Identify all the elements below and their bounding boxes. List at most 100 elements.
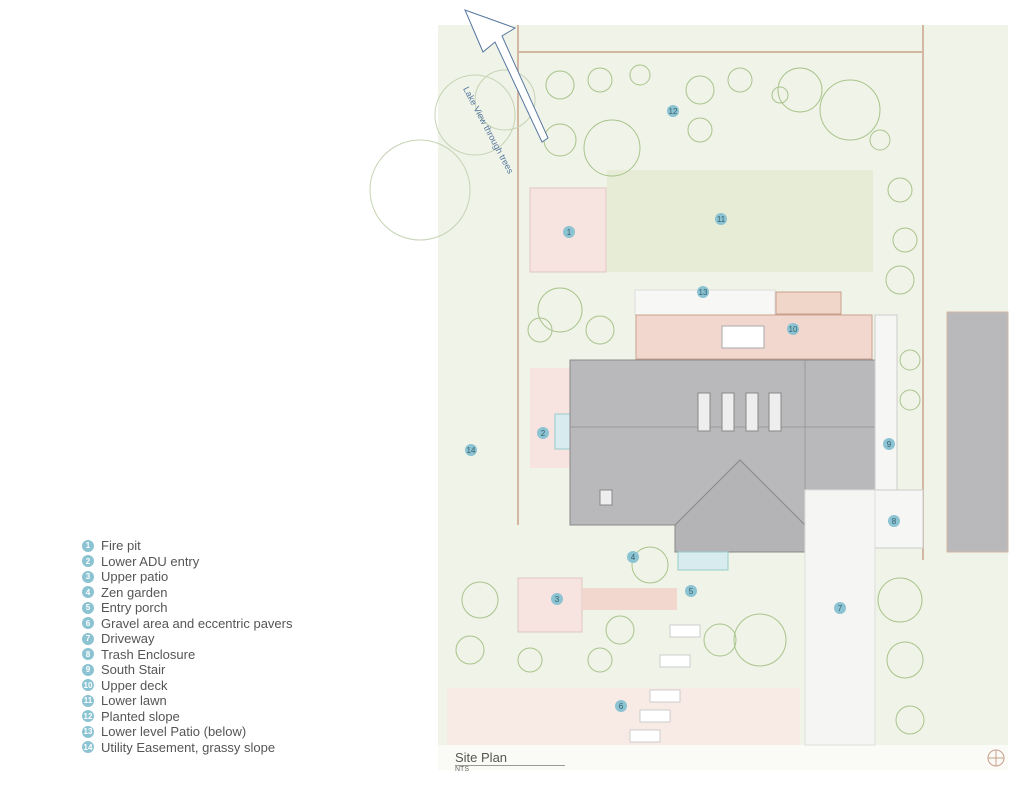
legend-item: 2 Lower ADU entry <box>82 554 292 570</box>
tree-canopy <box>461 581 499 619</box>
marker-14: 14 <box>465 444 477 456</box>
tree-canopy <box>545 70 575 100</box>
lake-view-arrow <box>464 9 549 143</box>
marker-11: 11 <box>715 213 727 225</box>
marker-10: 10 <box>787 323 799 335</box>
trees-and-plantings <box>455 64 925 735</box>
dining-table <box>721 325 765 349</box>
legend-number-badge: 4 <box>82 586 94 599</box>
tree-canopy <box>887 177 913 203</box>
tree-canopy <box>587 647 613 673</box>
legend-item: 13 Lower level Patio (below) <box>82 724 292 740</box>
marker-6: 6 <box>615 700 627 712</box>
tree-canopy <box>869 129 891 151</box>
gravel-area <box>447 688 800 745</box>
legend-label: Fire pit <box>101 538 141 554</box>
marker-5: 5 <box>685 585 697 597</box>
tree-canopy <box>587 67 613 93</box>
marker-2: 2 <box>537 427 549 439</box>
tree-canopy <box>877 577 923 623</box>
marker-3: 3 <box>551 593 563 605</box>
marker-8: 8 <box>888 515 900 527</box>
driveway <box>804 489 876 746</box>
tree-canopy <box>631 546 669 584</box>
legend-item: 7 Driveway <box>82 631 292 647</box>
legend-label: Driveway <box>101 631 155 647</box>
tree-canopy <box>885 265 915 295</box>
legend-number-badge: 7 <box>82 632 94 645</box>
tree-canopy <box>771 86 789 104</box>
tree-canopy <box>629 64 651 86</box>
tree-canopy <box>527 317 553 343</box>
tree-canopy <box>583 119 641 177</box>
tree-canopy <box>537 287 583 333</box>
legend-label: Lower lawn <box>101 693 167 709</box>
legend-number-badge: 6 <box>82 617 94 630</box>
legend-number-badge: 1 <box>82 539 94 552</box>
legend-label: Gravel area and eccentric pavers <box>101 615 293 631</box>
legend-number-badge: 14 <box>82 741 94 754</box>
tree-canopy <box>886 641 924 679</box>
tree-canopy <box>687 117 713 143</box>
legend-label: South Stair <box>101 662 166 678</box>
legend-item: 3 Upper patio <box>82 569 292 585</box>
tree-canopy <box>585 315 615 345</box>
legend-item: 10 Upper deck <box>82 678 292 694</box>
north-arrow-icon <box>987 749 1005 767</box>
legend-number-badge: 2 <box>82 555 94 568</box>
marker-12: 12 <box>667 105 679 117</box>
tree-canopy <box>727 67 753 93</box>
marker-4: 4 <box>627 551 639 563</box>
legend-label: Trash Enclosure <box>101 646 196 662</box>
legend-label: Lower ADU entry <box>101 553 200 569</box>
marker-1: 1 <box>563 226 575 238</box>
neighbor-house <box>946 311 1009 553</box>
tree-canopy <box>892 227 918 253</box>
tree-canopy <box>733 613 787 667</box>
legend-label: Zen garden <box>101 584 168 600</box>
legend-number-badge: 9 <box>82 663 94 676</box>
tree-canopy <box>899 349 921 371</box>
legend-label: Upper deck <box>101 677 168 693</box>
legend-number-badge: 11 <box>82 694 94 707</box>
legend-item: 4 Zen garden <box>82 585 292 601</box>
marker-9: 9 <box>883 438 895 450</box>
adu-entry-pad <box>554 413 571 450</box>
tree-canopy <box>819 79 881 141</box>
tree-canopy <box>899 389 921 411</box>
plan-title: Site Plan <box>455 750 565 766</box>
south-stair <box>874 314 898 491</box>
legend-number-badge: 13 <box>82 725 94 738</box>
entry-porch-pad <box>677 551 729 571</box>
tree-canopy <box>685 75 715 105</box>
tree-canopy <box>517 647 543 673</box>
legend-label: Entry porch <box>101 600 168 616</box>
marker-13: 13 <box>697 286 709 298</box>
tree-canopy <box>455 635 485 665</box>
legend-label: Lower level Patio (below) <box>101 724 247 740</box>
legend-label: Upper patio <box>101 569 169 585</box>
legend-item: 9 South Stair <box>82 662 292 678</box>
legend-number-badge: 5 <box>82 601 94 614</box>
legend-item: 6 Gravel area and eccentric pavers <box>82 616 292 632</box>
legend-label: Planted slope <box>101 708 180 724</box>
stepping-pavers <box>629 624 701 743</box>
legend: 1 Fire pit 2 Lower ADU entry 3 Upper patio 4 Ze… <box>82 538 292 755</box>
tree-canopy <box>605 615 635 645</box>
tree-canopy <box>895 705 925 735</box>
marker-7: 7 <box>834 602 846 614</box>
upper-patio <box>517 577 583 633</box>
legend-item: 11 Lower lawn <box>82 693 292 709</box>
entry-walk <box>582 588 677 610</box>
tree-canopy <box>703 623 737 657</box>
legend-number-badge: 3 <box>82 570 94 583</box>
legend-number-badge: 10 <box>82 679 94 692</box>
offsite-trees <box>369 69 536 241</box>
legend-number-badge: 12 <box>82 710 94 723</box>
scale-note: NTS <box>455 766 469 773</box>
legend-item: 1 Fire pit <box>82 538 292 554</box>
